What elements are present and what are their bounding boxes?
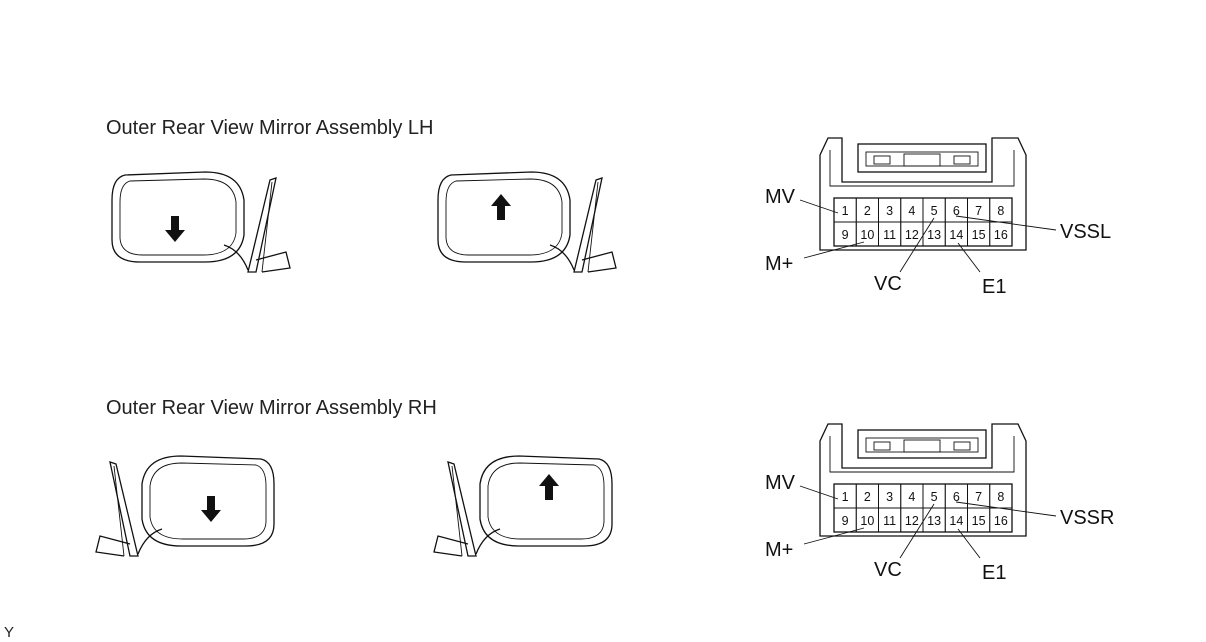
- rh-label-vss: VSSR: [1060, 507, 1114, 529]
- rh-pin-number: 5: [931, 490, 938, 504]
- rh-pin-number: 1: [842, 490, 849, 504]
- lh-pin-number: 4: [908, 204, 915, 218]
- rh-pin-number: 10: [860, 514, 874, 528]
- lh-label-vc: VC: [874, 273, 902, 295]
- lh-pin-number: 13: [927, 228, 941, 242]
- lh-label-mv: MV: [765, 186, 796, 208]
- lh-pin-number: 11: [883, 228, 896, 242]
- rh-pin-number: 14: [949, 514, 963, 528]
- arrow-down-icon: [201, 496, 221, 522]
- rh-label-vc: VC: [874, 559, 902, 581]
- corner-mark: Y: [4, 624, 14, 641]
- rh-pin-number: 12: [905, 514, 919, 528]
- lh-assembly: Outer Rear View Mirror Assembly LH: [106, 117, 1111, 298]
- rh-pin-number: 9: [842, 514, 849, 528]
- arrow-up-icon: [539, 474, 559, 500]
- lh-pin-number: 1: [842, 204, 849, 218]
- lh-pin-number: 15: [972, 228, 986, 242]
- lh-pin-number: 16: [994, 228, 1008, 242]
- lh-mirror-up: [437, 171, 617, 273]
- lh-title: Outer Rear View Mirror Assembly LH: [106, 117, 434, 139]
- rh-pin-number: 3: [886, 490, 893, 504]
- lh-pin-number: 14: [949, 228, 963, 242]
- lh-pin-number: 5: [931, 204, 938, 218]
- rh-mirror-up: [433, 455, 613, 557]
- rh-pin-number: 7: [975, 490, 982, 504]
- rh-mirror-down: [95, 455, 275, 557]
- lh-pin-number: 10: [860, 228, 874, 242]
- rh-pin-number: 4: [908, 490, 915, 504]
- lh-mirror-down: [111, 171, 291, 273]
- rh-assembly: Outer Rear View Mirror Assembly RH: [95, 397, 1114, 584]
- rh-title: Outer Rear View Mirror Assembly RH: [106, 397, 437, 419]
- rh-pin-number: 11: [883, 514, 896, 528]
- rh-label-e1: E1: [982, 562, 1006, 584]
- lh-pin-number: 12: [905, 228, 919, 242]
- lh-pin-number: 6: [953, 204, 960, 218]
- arrow-up-icon: [491, 194, 511, 220]
- lh-pin-number: 9: [842, 228, 849, 242]
- lh-label-e1: E1: [982, 276, 1006, 298]
- lh-pin-number: 8: [997, 204, 1004, 218]
- arrow-down-icon: [165, 216, 185, 242]
- rh-pin-number: 16: [994, 514, 1008, 528]
- rh-label-mv: MV: [765, 472, 796, 494]
- lh-pin-number: 2: [864, 204, 871, 218]
- rh-label-mplus: M+: [765, 539, 793, 561]
- rh-pin-number: 8: [997, 490, 1004, 504]
- rh-pin-number: 6: [953, 490, 960, 504]
- rh-pin-number: 15: [972, 514, 986, 528]
- rh-pin-number: 2: [864, 490, 871, 504]
- lh-label-vss: VSSL: [1060, 221, 1111, 243]
- lh-pin-number: 7: [975, 204, 982, 218]
- lh-pin-number: 3: [886, 204, 893, 218]
- rh-pin-number: 13: [927, 514, 941, 528]
- lh-label-mplus: M+: [765, 253, 793, 275]
